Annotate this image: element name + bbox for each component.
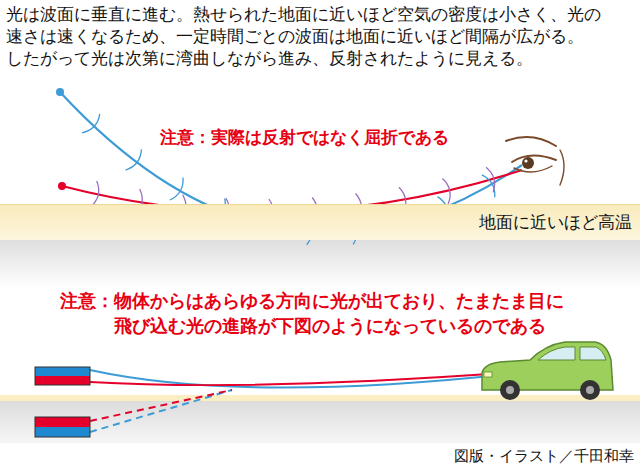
credit-text: 図版・イラスト／千田和幸 <box>430 446 634 466</box>
note-text: 注意：実際は反射ではなく屈折である <box>160 126 490 148</box>
object <box>35 367 90 385</box>
source-dot <box>56 88 64 96</box>
ray-red-dashed <box>90 390 232 421</box>
wavefront-arc <box>91 181 99 206</box>
ray-red <box>90 370 545 385</box>
ground-band: 地面に近いほど高温 <box>0 204 640 240</box>
wavefront-arc <box>170 178 183 200</box>
note-text: 注意：物体からはあらゆる方向に光が出ており、たまたま目に 飛び込む光の進路が下図… <box>60 288 620 338</box>
car <box>482 342 613 400</box>
source-dot <box>58 182 66 190</box>
ground-shade <box>0 240 640 288</box>
explanation-text: 光は波面に垂直に進む。熱せられた地面に近いほど空気の密度は小さく、光の 速さは速… <box>6 3 634 69</box>
eye <box>506 137 564 185</box>
road-surface <box>0 395 640 401</box>
wavefront-arc <box>126 149 142 170</box>
wavefront-arc <box>442 179 450 204</box>
band-label: 地面に近いほど高温 <box>479 212 632 234</box>
ray-blue-dashed <box>90 390 232 432</box>
road-ground <box>0 401 640 443</box>
ray-blue <box>90 370 545 388</box>
wavefront-arc <box>482 175 495 198</box>
wavefront-arc <box>82 114 100 133</box>
mirage-image <box>35 417 90 437</box>
wavefront-arc <box>486 167 495 192</box>
